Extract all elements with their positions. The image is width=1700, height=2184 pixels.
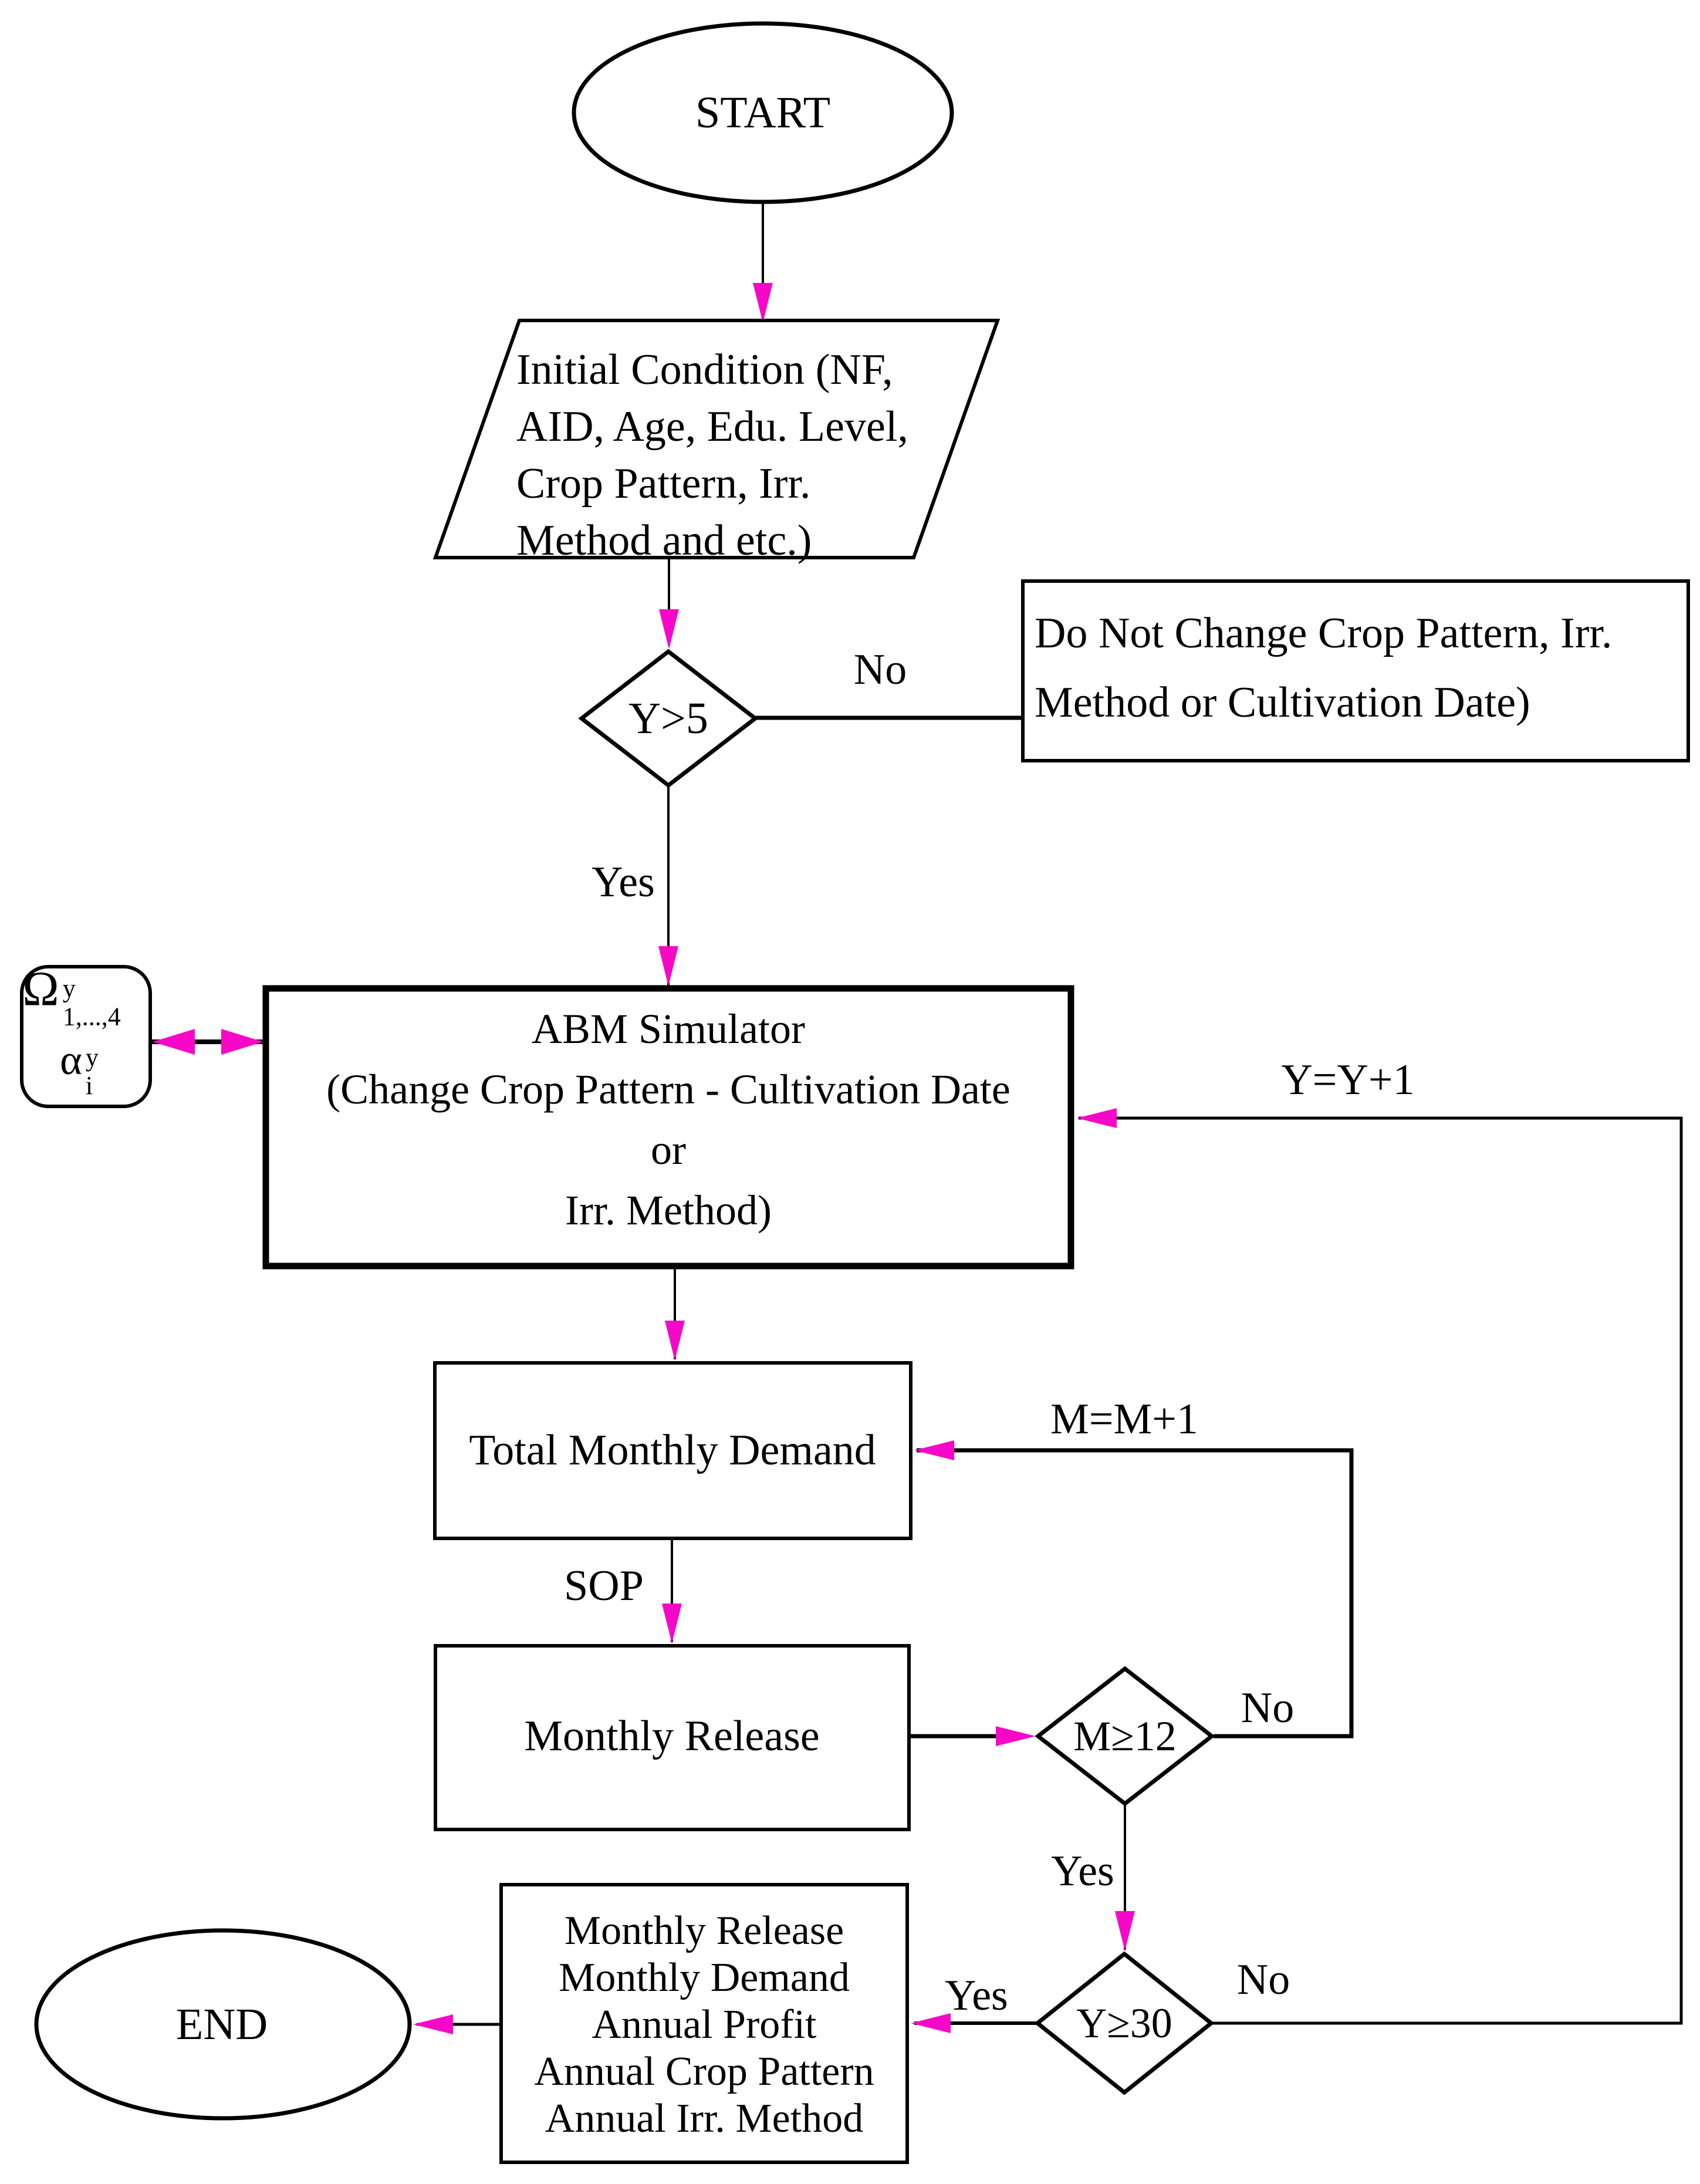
edge-label-m-increment: M=M+1: [1050, 1395, 1199, 1443]
arrowhead-left-omega-icon: [153, 1029, 195, 1055]
arrowhead-down-y30-icon: [1115, 1911, 1135, 1951]
decision-y30-diamond: [1034, 1951, 1215, 2095]
monthly-release-box: [434, 1644, 911, 1831]
total-monthly-demand-box: [433, 1361, 912, 1540]
arrowhead-left-tmd-icon: [914, 1440, 954, 1460]
omega-alpha-box: [20, 965, 152, 1108]
omega-subscript: 1,...,4: [62, 1002, 121, 1031]
arrowhead-left-outputs-icon: [911, 2013, 951, 2033]
outputs-line: Monthly Release: [564, 1908, 844, 1953]
arrowhead-right-abm-icon: [221, 1029, 263, 1055]
alpha-symbol: α: [60, 1036, 82, 1083]
arrowhead-left-end-icon: [413, 2014, 453, 2034]
start-label: START: [695, 88, 831, 137]
arrowhead-down-initial-icon: [753, 283, 773, 323]
arrowhead-down-abm-icon: [658, 946, 678, 986]
total-monthly-demand-label: Total Monthly Demand: [469, 1426, 876, 1474]
edge-label-no-y30: No: [1236, 1956, 1290, 2004]
abm-simulator-text: ABM Simulator (Change Crop Pattern - Cul…: [266, 999, 1071, 1241]
end-label: END: [175, 2000, 268, 2049]
monthly-release-label: Monthly Release: [524, 1712, 820, 1760]
initial-condition-line: Method and etc.): [516, 517, 812, 565]
decision-m12-diamond: [1035, 1666, 1215, 1807]
edge-label-yes-y5: Yes: [592, 858, 655, 906]
decision-y30-label: Y≥30: [1076, 2000, 1172, 2047]
edge-label-yes-m12: Yes: [1051, 1847, 1114, 1895]
edge-label-yes-y30: Yes: [945, 1972, 1008, 2020]
start-ellipse: [572, 21, 954, 204]
initial-condition-line: Initial Condition (NF,: [516, 346, 893, 394]
alpha-subscript: i: [85, 1071, 93, 1101]
edge-y30-no-loop: [1079, 1116, 1683, 2025]
edge-label-y-increment: Y=Y+1: [1281, 1056, 1415, 1104]
arrowhead-down-tmd-icon: [665, 1321, 685, 1361]
abm-simulator-line: ABM Simulator: [531, 1005, 806, 1052]
arrowhead-left-abm-feedback-icon: [1077, 1108, 1117, 1128]
decision-m12-label: M≥12: [1073, 1713, 1177, 1760]
end-ellipse: [34, 1928, 412, 2121]
arrowhead-down-y5-icon: [659, 609, 679, 649]
do-not-change-box: [1021, 579, 1690, 762]
outputs-box: [499, 1883, 909, 2164]
initial-condition-text: Initial Condition (NF, AID, Age, Edu. Le…: [516, 342, 908, 569]
do-not-change-text: Do Not Change Crop Pattern, Irr. Method …: [1035, 599, 1612, 737]
edge-label-sop: SOP: [564, 1562, 644, 1610]
outputs-line: Monthly Demand: [559, 1955, 850, 2000]
outputs-line: Annual Crop Pattern: [534, 2049, 874, 2094]
abm-simulator-line: or: [651, 1126, 686, 1173]
decision-y5-diamond: [578, 649, 759, 788]
abm-simulator-line: Irr. Method): [565, 1187, 772, 1234]
alpha-superscript: y: [85, 1043, 99, 1072]
abm-simulator-box: [262, 985, 1074, 1270]
edge-label-no-y5: No: [853, 646, 907, 694]
decision-y5-label: Y>5: [628, 694, 708, 743]
initial-condition-parallelogram: [432, 319, 1001, 559]
initial-condition-line: AID, Age, Edu. Level,: [516, 403, 908, 451]
outputs-line: Annual Irr. Method: [545, 2096, 864, 2141]
abm-simulator-line: (Change Crop Pattern - Cultivation Date: [326, 1066, 1010, 1113]
arrowhead-down-mr-icon: [662, 1604, 682, 1643]
do-not-change-line: Do Not Change Crop Pattern, Irr.: [1035, 609, 1613, 657]
do-not-change-line: Method or Cultivation Date): [1035, 679, 1530, 727]
outputs-line: Annual Profit: [592, 2002, 817, 2047]
omega-symbol: Ω: [22, 961, 59, 1017]
edge-label-no-m12: No: [1241, 1684, 1295, 1732]
initial-condition-line: Crop Pattern, Irr.: [516, 460, 811, 508]
edge-m12-no-loop: [917, 1448, 1354, 1739]
omega-superscript: y: [62, 974, 76, 1003]
arrowhead-right-m12-icon: [996, 1726, 1036, 1746]
outputs-text: Monthly Release Monthly Demand Annual Pr…: [501, 1908, 907, 2142]
